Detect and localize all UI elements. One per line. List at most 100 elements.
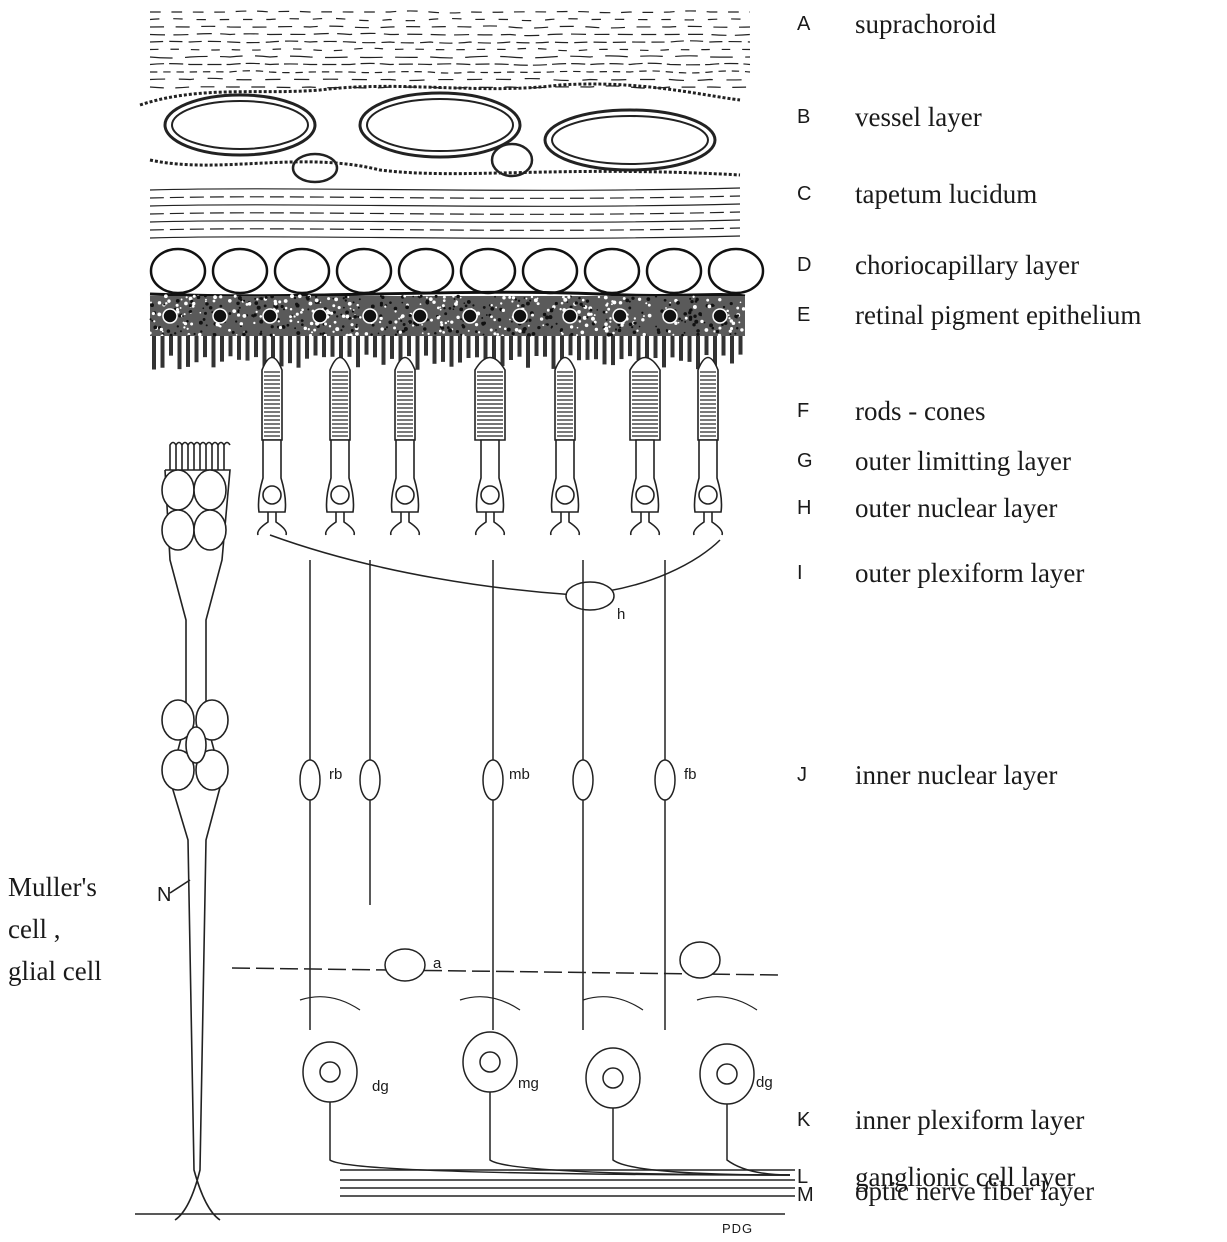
pigment-granule	[440, 321, 443, 324]
retinal-neurons	[232, 535, 790, 1175]
rpe-microvillus	[739, 336, 743, 355]
cell-label-a: a	[433, 955, 441, 972]
rpe-microvillus	[654, 336, 658, 358]
pigment-granule	[607, 308, 610, 311]
rpe-microvillus	[424, 336, 428, 356]
pigment-granule	[577, 327, 579, 329]
pigment-granule	[629, 301, 631, 303]
pigment-granule	[559, 308, 561, 310]
pigment-granule	[302, 320, 304, 322]
pigment-granule	[507, 328, 511, 332]
pigment-granule	[641, 318, 644, 321]
pigment-granule	[579, 320, 582, 323]
layer-name-j: inner nuclear layer	[855, 760, 1057, 791]
pigment-granule	[332, 304, 335, 307]
pigment-granule	[289, 319, 292, 322]
pigment-granule	[352, 318, 354, 320]
tapetum-fiber	[150, 188, 740, 190]
muller-cell-caption: Muller's cell , glial cell	[8, 866, 102, 992]
pigment-granule	[579, 303, 582, 306]
pigment-granule	[567, 296, 570, 299]
layer-name-f: rods - cones	[855, 396, 985, 427]
pigment-granule	[294, 327, 296, 329]
pigment-granule	[648, 314, 652, 318]
pigment-granule	[348, 302, 352, 306]
rpe-microvillus	[314, 336, 318, 356]
pigment-granule	[718, 327, 721, 330]
rpe-microvillus	[671, 336, 675, 357]
pigment-granule	[734, 315, 737, 318]
pigment-granule	[643, 315, 645, 317]
pigment-granule	[150, 302, 152, 304]
suprachoroid-fiber	[150, 78, 750, 80]
pigment-granule	[442, 304, 445, 307]
suprachoroid-fiber	[150, 48, 750, 50]
pigment-granule	[398, 318, 400, 320]
rod-bipolar-cell	[360, 760, 380, 800]
photoreceptors	[258, 358, 723, 536]
synaptic-terminal	[551, 512, 580, 535]
pigment-granule	[657, 328, 660, 331]
pigment-granule	[528, 325, 530, 327]
pigment-granule	[371, 305, 375, 309]
cell-label-dg-right: dg	[756, 1074, 773, 1091]
pigment-granule	[655, 295, 657, 297]
pigment-granule	[167, 329, 171, 333]
capillary	[399, 249, 453, 293]
pigment-granule	[529, 300, 531, 302]
pigment-granule	[253, 322, 255, 324]
pigment-granule	[612, 301, 616, 305]
pigment-granule	[379, 321, 381, 323]
layer-letter-k: K	[797, 1109, 810, 1132]
capillary	[275, 249, 329, 293]
pigment-granule	[347, 296, 349, 298]
layer-letter-f: F	[797, 400, 809, 423]
pigment-granule	[405, 305, 409, 309]
pigment-granule	[157, 312, 161, 316]
pigment-granule	[689, 308, 692, 311]
tapetum-fiber	[150, 228, 740, 230]
tapetum-fiber	[150, 236, 740, 238]
cell-label-n: N	[157, 884, 171, 907]
pigment-granule	[336, 315, 338, 317]
layer-letter-g: G	[797, 450, 813, 473]
artist-signature: PDG	[722, 1221, 753, 1236]
pigment-granule	[705, 328, 709, 332]
pigment-granule	[742, 307, 746, 311]
pigment-granule	[606, 303, 608, 305]
synaptic-terminal	[631, 512, 660, 535]
pigment-granule	[308, 328, 310, 330]
muller-cell-drawing	[162, 443, 230, 1221]
photoreceptor-nucleus	[263, 486, 281, 504]
suprachoroid-fiber	[150, 18, 750, 20]
pigment-granule	[692, 323, 695, 326]
pigment-granule	[421, 324, 423, 326]
pigment-granule	[440, 323, 443, 326]
pigment-granule	[380, 317, 383, 320]
pigment-granule	[190, 322, 193, 325]
pigment-granule	[310, 322, 314, 326]
pigment-granule	[496, 333, 499, 336]
pigment-granule	[696, 333, 699, 336]
pigment-granule	[290, 294, 294, 298]
pigment-granule	[404, 331, 406, 333]
cell-label-mb: mb	[509, 766, 530, 783]
pigment-granule	[315, 298, 319, 302]
pigment-granule	[388, 320, 392, 324]
rpe-microvillus	[331, 336, 335, 357]
pigment-granule	[700, 314, 702, 316]
pigment-granule	[570, 306, 573, 309]
muller-nucleus	[186, 727, 206, 763]
pigment-granule	[636, 330, 638, 332]
pigment-granule	[256, 311, 258, 313]
synaptic-terminal	[258, 512, 287, 535]
rpe-microvillus	[620, 336, 624, 359]
rpe-microvillus	[322, 336, 326, 357]
pigment-granule	[372, 324, 375, 327]
pigment-granule	[240, 325, 242, 327]
pigment-granule	[462, 334, 465, 337]
rpe-nucleus	[713, 309, 727, 323]
pigment-granule	[153, 325, 157, 329]
pigment-granule	[427, 333, 429, 335]
